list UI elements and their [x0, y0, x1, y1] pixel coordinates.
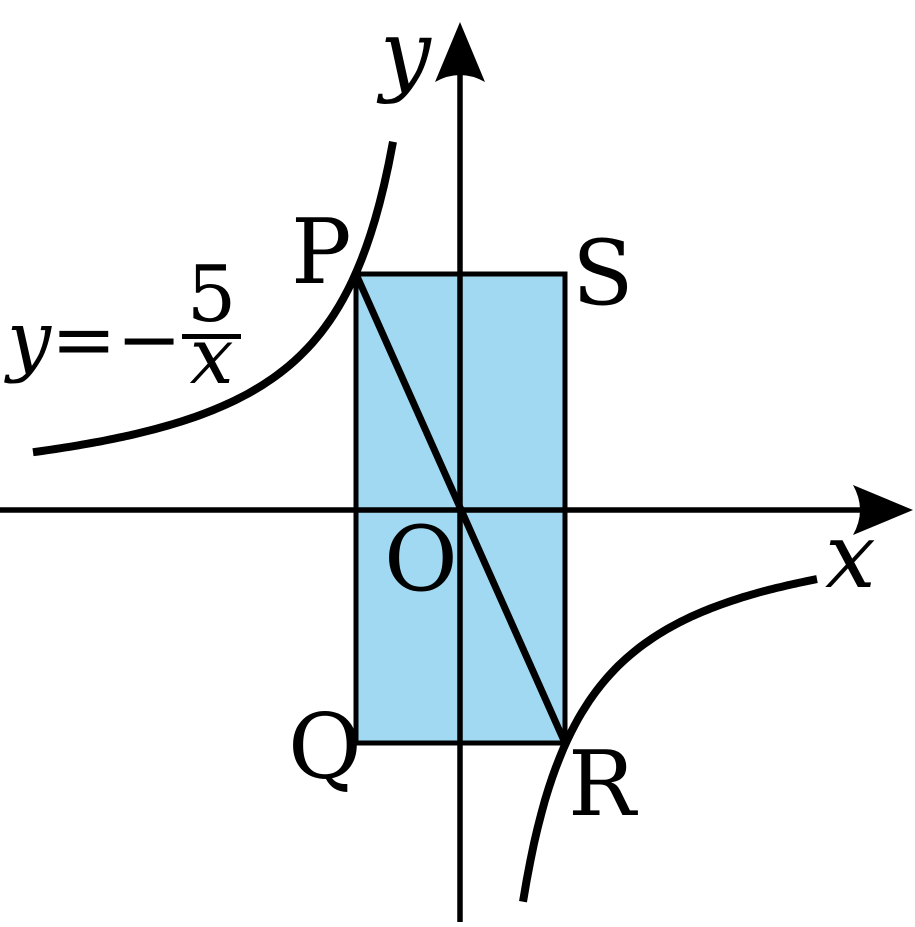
point-r-label: R: [568, 732, 636, 837]
equation-lhs: y: [7, 295, 52, 385]
equation-numerator: 5: [181, 256, 242, 339]
point-q-label: Q: [288, 695, 362, 800]
hyperbola-left-branch: [32, 140, 397, 457]
diagonal-pr: [352, 272, 569, 745]
x-axis-label: x: [825, 504, 876, 609]
origin-label: O: [384, 507, 458, 612]
y-axis-label: y: [380, 1, 431, 106]
x-axis-arrowhead: [853, 485, 913, 535]
y-axis-arrowhead: [435, 22, 485, 82]
point-s-label: S: [572, 221, 634, 326]
equation-minus: −: [116, 295, 182, 385]
equation-denominator: x: [189, 312, 234, 402]
equation-equals: =: [51, 295, 117, 385]
hyperbola-right-branch: [519, 575, 818, 903]
point-p-label: P: [291, 200, 352, 305]
